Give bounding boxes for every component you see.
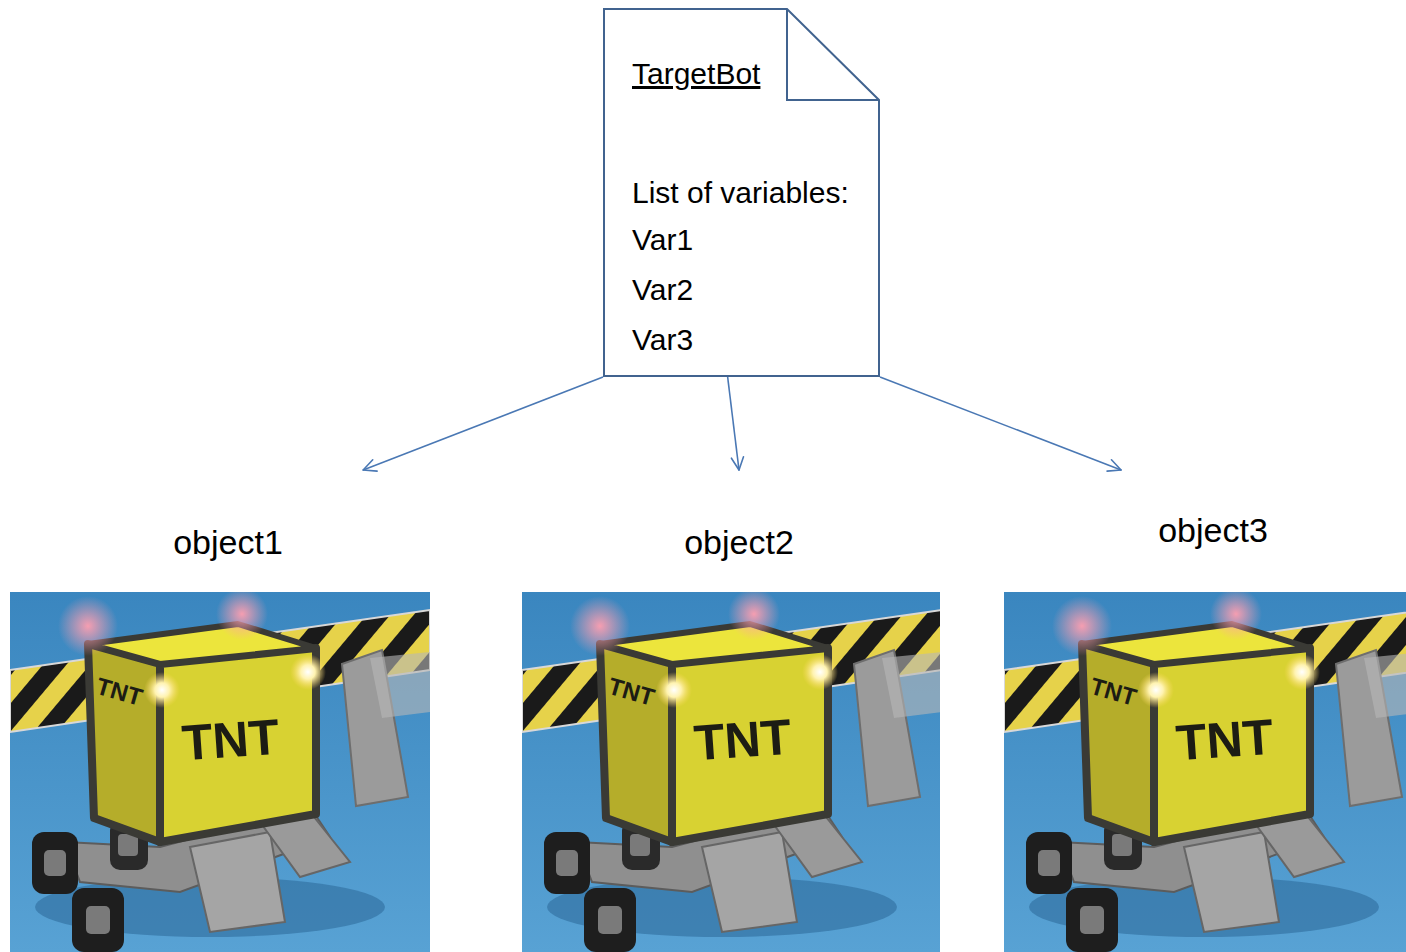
connector-line [363, 377, 603, 470]
arrow-head [363, 470, 377, 471]
arrow-connector [363, 377, 603, 471]
side-marking: TNT [93, 672, 146, 712]
variable-line: Var1 [632, 222, 693, 258]
object-node: object3 [1004, 470, 1406, 952]
box-marking: TNT [692, 709, 793, 772]
arrow-connector [728, 377, 744, 470]
arrow-head [1111, 460, 1121, 470]
arrow-head [731, 458, 739, 470]
document-node: TargetBotList of variables: Var1Var2Var3 [603, 8, 880, 377]
side-marking: TNT [1087, 672, 1140, 712]
folded-corner [787, 9, 879, 100]
document-title: TargetBot [632, 56, 760, 92]
variable-line: Var3 [632, 322, 693, 358]
arrow-head [363, 460, 373, 470]
variable-line: Var2 [632, 272, 693, 308]
arrow-head [1107, 470, 1121, 471]
object-label: object3 [1004, 510, 1406, 550]
object-label: object2 [522, 522, 956, 562]
document-shape [604, 9, 879, 376]
variable-line: List of variables: [632, 175, 849, 211]
connector-line [728, 377, 739, 470]
side-marking: TNT [605, 672, 658, 712]
box-marking: TNT [1174, 709, 1275, 772]
object-node: object2 [522, 470, 956, 952]
object-label: object1 [10, 522, 446, 562]
connector-line [880, 377, 1121, 470]
object-node: object1 [10, 470, 446, 952]
arrow-head [739, 457, 744, 470]
box-marking: TNT [180, 709, 281, 772]
arrow-connector [880, 377, 1121, 471]
